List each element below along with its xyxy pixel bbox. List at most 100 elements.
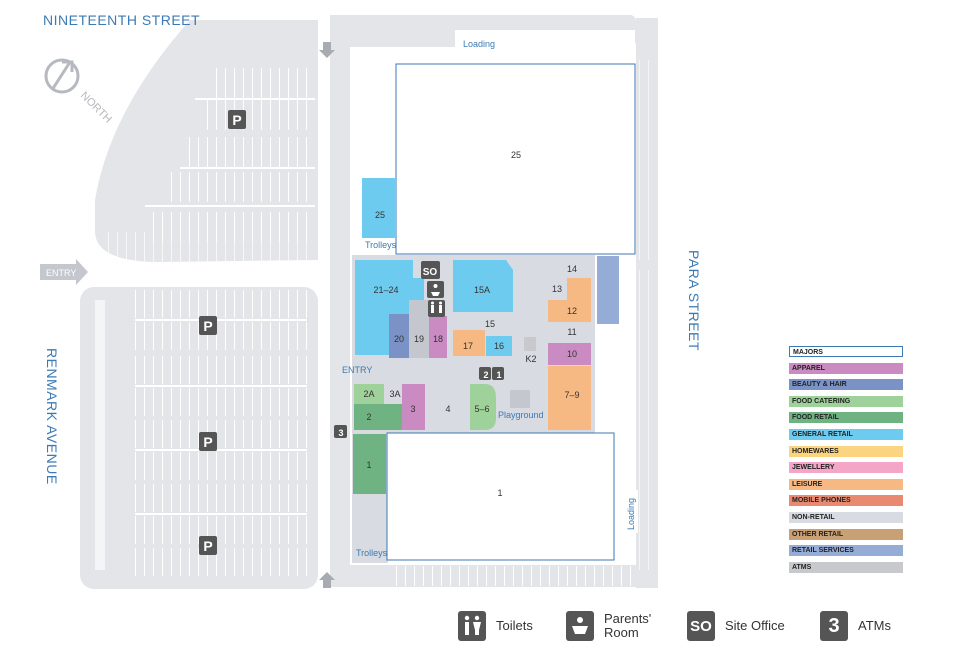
category-legend: MAJORS APPAREL BEAUTY & HAIR FOOD CATERI… (789, 346, 903, 578)
svg-text:2: 2 (483, 370, 488, 380)
kiosk-k2[interactable] (524, 337, 536, 351)
site-office-icon[interactable]: SO (421, 261, 440, 279)
shop-15-label: 15 (485, 319, 495, 329)
shop-2[interactable] (354, 404, 402, 430)
legend-non-retail: NON-RETAIL (789, 511, 903, 523)
svg-text:P: P (203, 318, 212, 334)
shop-1-food[interactable] (353, 434, 386, 494)
shop-16[interactable] (486, 336, 512, 356)
svg-text:1: 1 (496, 370, 501, 380)
shop-2-label: 2 (366, 412, 371, 422)
kiosk-k2-label: K2 (525, 354, 536, 364)
key-toilets: Toilets (458, 608, 533, 644)
legend-food-catering: FOOD CATERING (789, 395, 903, 407)
shop-11[interactable] (548, 322, 591, 342)
shop-14[interactable] (548, 260, 591, 278)
legend-mobile-phones: MOBILE PHONES (789, 495, 903, 507)
entry-west-label: ENTRY (46, 268, 76, 278)
playground-label: Playground (498, 410, 544, 420)
shop-11-label: 11 (567, 327, 576, 337)
loading-top-label: Loading (463, 39, 495, 49)
shop-25b-label: 25 (375, 210, 385, 220)
legend-general-retail: GENERAL RETAIL (789, 428, 903, 440)
shop-17[interactable] (453, 330, 485, 356)
west-parking-rows (95, 290, 307, 576)
shop-25[interactable] (395, 63, 636, 255)
parking-icon: P (199, 432, 217, 451)
toilets-icon[interactable] (428, 300, 445, 317)
shop-3[interactable] (402, 384, 425, 430)
atm-icon[interactable]: 1 (492, 367, 504, 380)
trolleys-bottom-label: Trolleys (356, 548, 388, 558)
loading-right-label: Loading (626, 498, 636, 530)
shop-15a-label: 15A (474, 285, 490, 295)
street-renmark: RENMARK AVENUE (44, 348, 60, 485)
site-office-icon: SO (687, 611, 715, 641)
legend-other-retail: OTHER RETAIL (789, 528, 903, 540)
shop-19[interactable] (409, 300, 429, 358)
legend-food-retail: FOOD RETAIL (789, 412, 903, 424)
key-atms: 3 ATMs (820, 608, 891, 644)
shop-25b[interactable] (362, 178, 395, 238)
shop-4[interactable] (427, 384, 469, 430)
shop-17-label: 17 (463, 341, 473, 351)
key-site-office: SO Site Office (687, 608, 785, 644)
legend-homewares: HOMEWARES (789, 445, 903, 457)
key-parents-room: Parents' Room (566, 608, 651, 644)
shop-15a[interactable] (453, 260, 513, 312)
entry-west-arrow: ENTRY (40, 259, 88, 285)
entry-mall-label: ENTRY (342, 365, 372, 375)
parking-icon: P (199, 536, 217, 555)
arrow-icon (319, 572, 335, 588)
shop-13[interactable] (548, 278, 567, 300)
compass-icon (44, 58, 80, 94)
shop-21-24-label: 21–24 (373, 285, 398, 295)
shop-3a-label: 3A (389, 389, 400, 399)
svg-text:P: P (203, 434, 212, 450)
legend-beauty-hair: BEAUTY & HAIR (789, 379, 903, 391)
shop-20-label: 20 (394, 334, 404, 344)
shop-12-ext[interactable] (548, 300, 591, 322)
service-strip (597, 256, 619, 324)
shop-1[interactable] (386, 432, 615, 561)
shop-14-label: 14 (567, 264, 577, 274)
key-parents-room-label: Parents' Room (604, 612, 651, 640)
atm-icon[interactable]: 2 (479, 367, 491, 380)
shop-18[interactable] (429, 316, 447, 358)
parents-room-icon (566, 611, 594, 641)
shop-5-6-label: 5–6 (474, 404, 489, 414)
key-site-office-label: Site Office (725, 618, 785, 633)
shop-18-label: 18 (433, 334, 443, 344)
shop-16-label: 16 (494, 341, 504, 351)
legend-majors: MAJORS (789, 346, 903, 357)
shop-7-9-label: 7–9 (564, 390, 579, 400)
shop-4-label: 4 (445, 404, 450, 414)
shop-3a[interactable] (386, 384, 404, 404)
amenities-key: Toilets Parents' Room SO Site Office 3 A… (458, 608, 918, 644)
shop-5-6[interactable] (470, 384, 496, 430)
shop-2a[interactable] (354, 384, 384, 404)
street-nineteenth: NINETEENTH STREET (43, 12, 201, 28)
shop-1-food-label: 1 (366, 460, 371, 470)
svg-text:SO: SO (423, 267, 438, 278)
east-parking (390, 60, 657, 586)
legend-apparel: APPAREL (789, 362, 903, 374)
shop-20[interactable] (389, 314, 409, 358)
svg-text:3: 3 (338, 428, 343, 438)
street-para: PARA STREET (686, 250, 702, 351)
atm-icon[interactable]: 3 (334, 425, 347, 438)
shop-3-label: 3 (410, 404, 415, 414)
shop-13-label: 13 (552, 284, 562, 294)
key-parents-line2: Room (604, 625, 639, 640)
shop-10[interactable] (548, 343, 591, 365)
shop-10-label: 10 (567, 349, 577, 359)
parents-room-icon[interactable] (427, 281, 444, 298)
legend-atms: ATMS (789, 561, 903, 573)
shop-2a-label: 2A (363, 389, 374, 399)
trolleys-top-label: Trolleys (365, 240, 397, 250)
shop-7-9[interactable] (548, 366, 591, 430)
arrow-icon (319, 42, 335, 58)
playground-area (510, 390, 530, 408)
key-atms-label: ATMs (858, 618, 891, 633)
